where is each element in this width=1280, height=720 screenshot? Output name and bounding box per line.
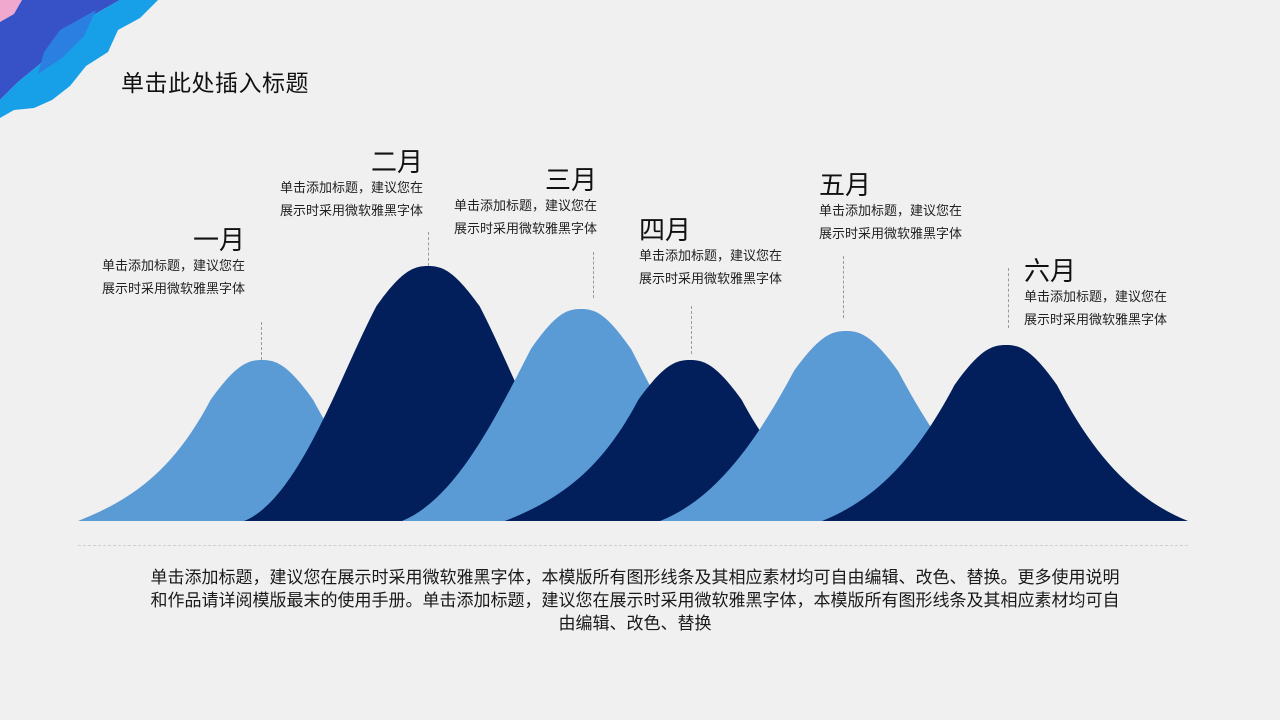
month-label-2: 二月 单击添加标题，建议您在 展示时采用微软雅黑字体 xyxy=(280,148,423,223)
divider-line xyxy=(78,545,1188,546)
slide-title[interactable]: 单击此处插入标题 xyxy=(121,71,309,97)
month-name: 三月 xyxy=(545,166,598,196)
brush-stroke-light-blue xyxy=(0,0,158,118)
brush-stroke-decoration xyxy=(0,0,158,118)
brush-stroke-dark-blue xyxy=(0,0,120,100)
month-label-6: 六月 单击添加标题，建议您在 展示时采用微软雅黑字体 xyxy=(1024,257,1167,332)
mountain-6 xyxy=(822,345,1188,521)
month-desc-line1: 单击添加标题，建议您在 xyxy=(102,259,246,274)
month-name: 六月 xyxy=(1024,257,1077,287)
month-desc-line1: 单击添加标题，建议您在 xyxy=(280,181,424,196)
month-desc-line1: 单击添加标题，建议您在 xyxy=(454,199,598,214)
month-label-3: 三月 单击添加标题，建议您在 展示时采用微软雅黑字体 xyxy=(454,166,597,241)
body-line-3: 由编辑、改色、替换 xyxy=(558,614,712,634)
mountain-shapes xyxy=(78,266,1188,521)
month-desc-line2: 展示时采用微软雅黑字体 xyxy=(280,203,424,219)
leader-line-1 xyxy=(261,322,262,360)
body-paragraph[interactable]: 单击添加标题，建议您在展示时采用微软雅黑字体，本模版所有图形线条及其相应素材均可… xyxy=(90,567,1180,636)
month-desc-line1: 单击添加标题，建议您在 xyxy=(819,204,963,219)
month-desc-line1: 单击添加标题，建议您在 xyxy=(1024,290,1168,305)
leader-line-4 xyxy=(691,306,692,354)
leader-line-6 xyxy=(1008,268,1009,328)
month-desc-line2: 展示时采用微软雅黑字体 xyxy=(1024,312,1168,328)
leader-line-5 xyxy=(843,256,844,318)
month-label-5: 五月 单击添加标题，建议您在 展示时采用微软雅黑字体 xyxy=(819,171,962,246)
month-desc-line2: 展示时采用微软雅黑字体 xyxy=(639,271,783,287)
month-label-4: 四月 单击添加标题，建议您在 展示时采用微软雅黑字体 xyxy=(639,216,782,291)
brush-stroke-pink xyxy=(0,0,22,22)
month-desc-line2: 展示时采用微软雅黑字体 xyxy=(454,221,598,237)
month-desc-line2: 展示时采用微软雅黑字体 xyxy=(102,281,246,297)
month-label-1: 一月 单击添加标题，建议您在 展示时采用微软雅黑字体 xyxy=(102,226,245,301)
month-desc-line2: 展示时采用微软雅黑字体 xyxy=(819,226,963,242)
month-name: 五月 xyxy=(819,171,872,201)
leader-line-2 xyxy=(428,232,429,266)
month-desc-line1: 单击添加标题，建议您在 xyxy=(639,249,783,264)
month-name: 一月 xyxy=(193,226,246,256)
brush-stroke-mid-blue xyxy=(38,10,96,74)
leader-line-3 xyxy=(593,252,594,298)
body-line-2: 和作品请详阅模版最末的使用手册。单击添加标题，建议您在展示时采用微软雅黑字体，本… xyxy=(150,591,1120,611)
body-line-1: 单击添加标题，建议您在展示时采用微软雅黑字体，本模版所有图形线条及其相应素材均可… xyxy=(150,568,1120,588)
month-name: 二月 xyxy=(371,148,424,178)
month-name: 四月 xyxy=(639,216,692,246)
